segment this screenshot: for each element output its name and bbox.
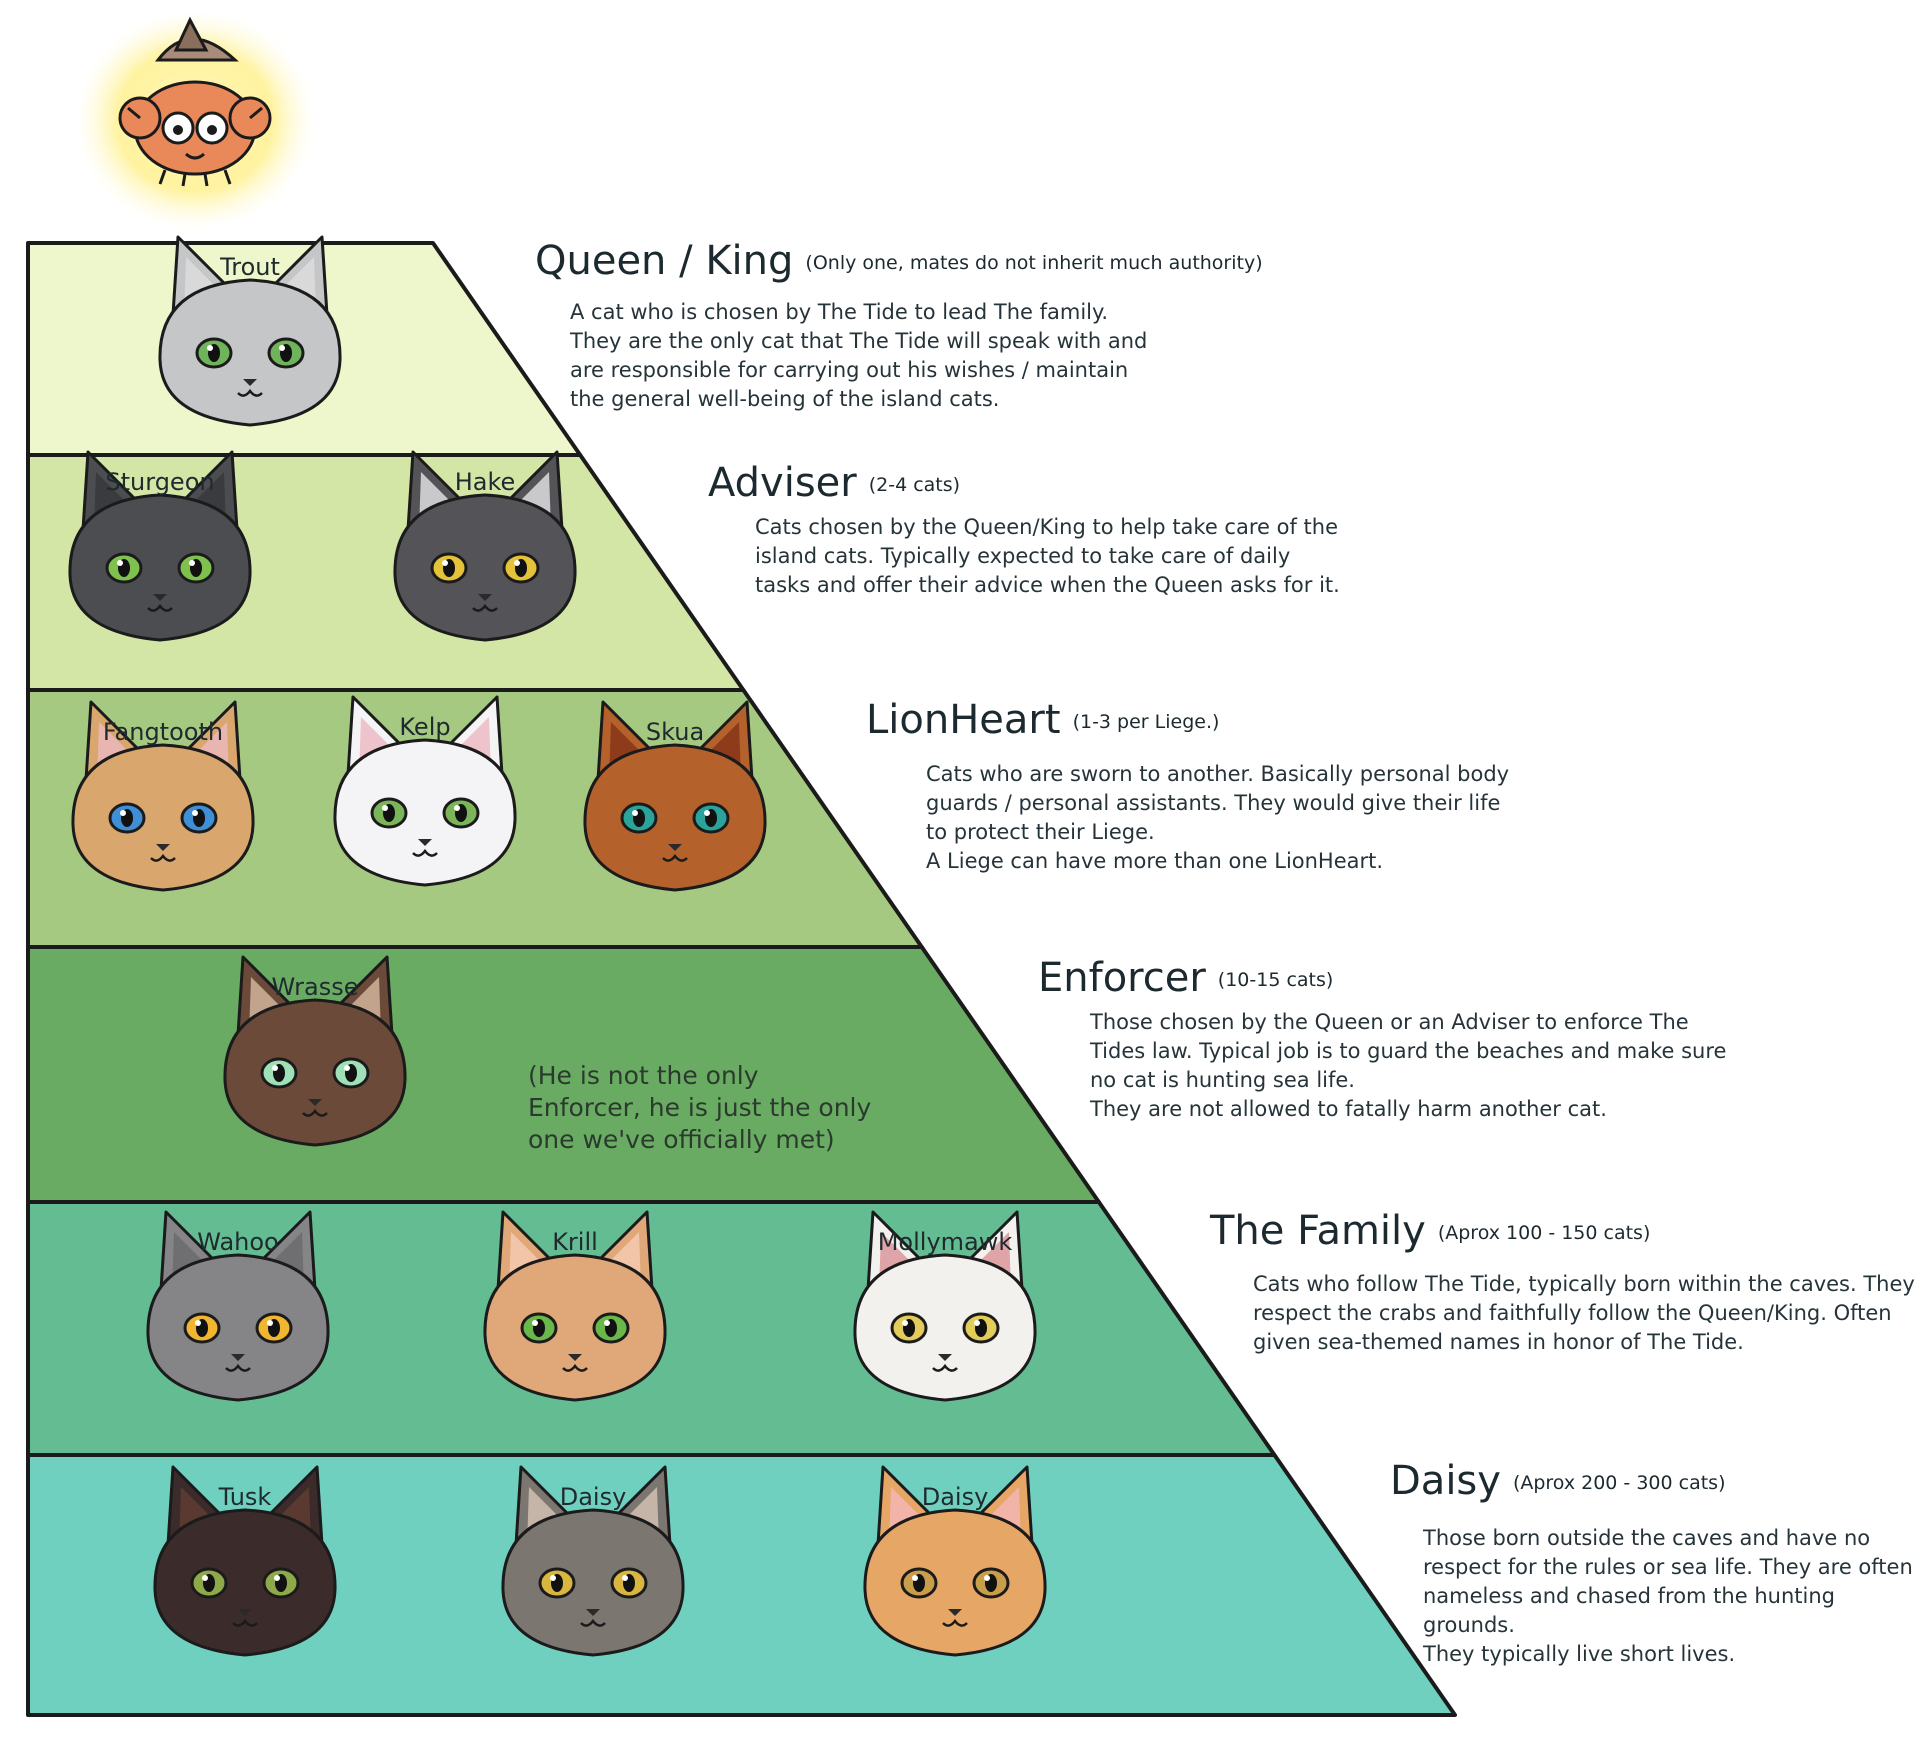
cat-name-label: Skua: [646, 718, 704, 746]
tier-count: (Only one, mates do not inherit much aut…: [805, 252, 1263, 274]
tier-description: Cats chosen by the Queen/King to help ta…: [755, 515, 1340, 597]
tier-description: Cats who are sworn to another. Basically…: [926, 762, 1510, 873]
cat-face-icon: Mollymawk: [853, 1210, 1037, 1402]
tier-title: LionHeart: [866, 697, 1061, 743]
cat-face-icon: Krill: [483, 1210, 667, 1402]
tier-description: Those chosen by the Queen or an Adviser …: [1090, 1010, 1727, 1121]
cat-name-label: Daisy: [922, 1483, 989, 1511]
cat-name-label: Wrasse: [272, 973, 359, 1001]
cat-face-icon: Wahoo: [146, 1210, 330, 1402]
tier-heading: LionHeart (1-3 per Liege.): [866, 697, 1219, 745]
cat-face-icon: Wrasse: [223, 955, 407, 1147]
enforcer-note: (He is not the only Enforcer, he is just…: [528, 1061, 872, 1154]
tier-description: Those born outside the caves and have no…: [1423, 1526, 1913, 1666]
tier-heading: Daisy (Aprox 200 - 300 cats): [1390, 1458, 1725, 1506]
cat-face-icon: Kelp: [333, 695, 517, 887]
cat-name-label: Trout: [219, 253, 280, 281]
tier-count: (Aprox 200 - 300 cats): [1512, 1472, 1726, 1494]
tier-heading: Queen / King (Only one, mates do not inhe…: [535, 238, 1263, 286]
cat-name-label: Daisy: [560, 1483, 627, 1511]
tier-description: Cats who follow The Tide, typically born…: [1253, 1272, 1915, 1354]
tier-heading: The Family (Aprox 100 - 150 cats): [1210, 1208, 1650, 1256]
tier-title: Queen / King: [535, 238, 794, 284]
cat-name-label: Hake: [455, 468, 516, 496]
cat-name-label: Kelp: [399, 713, 450, 741]
cat-name-label: Sturgeon: [105, 468, 214, 496]
pyramid-tier: [26, 1453, 1457, 1717]
tier-count: (1-3 per Liege.): [1072, 711, 1220, 733]
tier-count: (2-4 cats): [868, 474, 961, 496]
tier-title: Enforcer: [1038, 955, 1206, 1001]
tier-heading: Enforcer (10-15 cats): [1038, 955, 1333, 1003]
tier-title: The Family: [1210, 1208, 1426, 1254]
cat-face-icon: Skua: [583, 700, 767, 892]
cat-name-label: Krill: [552, 1228, 598, 1256]
cat-name-label: Wahoo: [197, 1228, 278, 1256]
crab-icon: [75, 10, 315, 230]
cat-face-icon: Sturgeon: [68, 450, 252, 642]
cat-face-icon: Tusk: [153, 1465, 337, 1657]
tier-heading: Adviser (2-4 cats): [708, 460, 960, 508]
cat-face-icon: Fangtooth: [71, 700, 255, 892]
cat-name-label: Mollymawk: [878, 1228, 1013, 1256]
tier-title: Adviser: [708, 460, 857, 506]
cat-face-icon: Hake: [393, 450, 577, 642]
cat-face-icon: Trout: [158, 235, 342, 427]
cat-face-icon: Daisy: [863, 1465, 1047, 1657]
tier-description: A cat who is chosen by The Tide to lead …: [570, 300, 1148, 411]
cat-name-label: Tusk: [218, 1483, 272, 1511]
cat-face-icon: Daisy: [501, 1465, 685, 1657]
tier-count: (Aprox 100 - 150 cats): [1437, 1222, 1651, 1244]
tier-count: (10-15 cats): [1217, 969, 1334, 991]
tier-title: Daisy: [1390, 1458, 1501, 1504]
cat-name-label: Fangtooth: [103, 718, 223, 746]
